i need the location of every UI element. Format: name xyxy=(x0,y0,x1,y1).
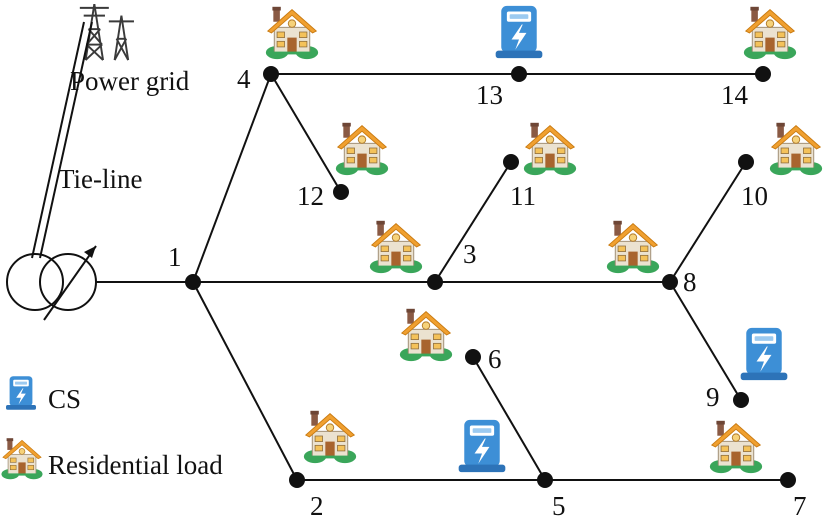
bus-node-4 xyxy=(263,66,279,82)
bus-label-14: 14 xyxy=(721,80,749,110)
bus-node-12 xyxy=(333,184,349,200)
bus-node-1 xyxy=(185,274,201,290)
edge-5-6 xyxy=(472,356,546,481)
bus-label-2: 2 xyxy=(310,491,324,521)
bus-label-7: 7 xyxy=(793,491,807,521)
bus-label-4: 4 xyxy=(237,64,251,94)
edge-1-2 xyxy=(192,281,298,481)
bus-node-10 xyxy=(738,154,754,170)
legend-cs-label: CS xyxy=(48,384,81,414)
bus-node-7 xyxy=(780,472,796,488)
bus-node-14 xyxy=(755,66,771,82)
bus-node-3 xyxy=(427,274,443,290)
house-icon-node-11 xyxy=(523,122,577,176)
house-icon-node-10 xyxy=(769,122,823,176)
legend-charging-station-icon xyxy=(6,376,36,410)
power-grid-label: Power grid xyxy=(70,66,190,96)
bus-label-3: 3 xyxy=(463,239,477,269)
network-nodes xyxy=(185,66,796,488)
transformer-icon xyxy=(6,245,97,321)
legend-residential-label: Residential load xyxy=(48,450,223,480)
network-edges xyxy=(192,73,788,481)
legend: CS Residential load xyxy=(1,376,223,480)
bus-label-13: 13 xyxy=(476,80,503,110)
bus-node-9 xyxy=(733,392,749,408)
charging-station-icon-node-5 xyxy=(458,419,506,473)
house-icon-node-8 xyxy=(606,220,660,274)
charging-station-icon-node-13 xyxy=(495,5,543,59)
bus-label-8: 8 xyxy=(683,267,697,297)
house-icon-node-14 xyxy=(743,6,797,60)
bus-node-13 xyxy=(511,66,527,82)
bus-label-9: 9 xyxy=(706,382,720,412)
house-icon-node-7 xyxy=(709,420,763,474)
bus-node-6 xyxy=(465,349,481,365)
tie-line-label: Tie-line xyxy=(58,164,143,194)
bus-label-12: 12 xyxy=(297,181,324,211)
bus-label-5: 5 xyxy=(552,491,566,521)
edge-3-11 xyxy=(434,161,512,283)
house-icon-node-6 xyxy=(399,308,453,362)
bus-label-1: 1 xyxy=(168,242,182,272)
bus-label-11: 11 xyxy=(510,181,536,211)
bus-node-11 xyxy=(503,154,519,170)
tie-line-second-conductor xyxy=(39,21,93,259)
bus-node-5 xyxy=(537,472,553,488)
legend-house-icon xyxy=(1,437,43,480)
house-icon-node-3 xyxy=(369,220,423,274)
charging-station-icon-node-9 xyxy=(740,327,788,381)
bus-label-10: 10 xyxy=(741,181,768,211)
house-icon-node-2 xyxy=(303,410,357,464)
bus-label-6: 6 xyxy=(488,344,502,374)
transmission-tower-icon xyxy=(78,4,135,62)
edge-4-12 xyxy=(270,73,342,193)
power-grid-group: Power grid Tie-line xyxy=(6,4,193,321)
tie-line xyxy=(31,21,85,259)
edge-8-10 xyxy=(669,161,747,283)
edge-8-9 xyxy=(669,281,742,401)
edge-1-4 xyxy=(192,73,272,283)
bus-node-2 xyxy=(289,472,305,488)
bus-node-8 xyxy=(662,274,678,290)
house-icon-node-12 xyxy=(335,122,389,176)
house-icon-node-4 xyxy=(265,6,319,60)
